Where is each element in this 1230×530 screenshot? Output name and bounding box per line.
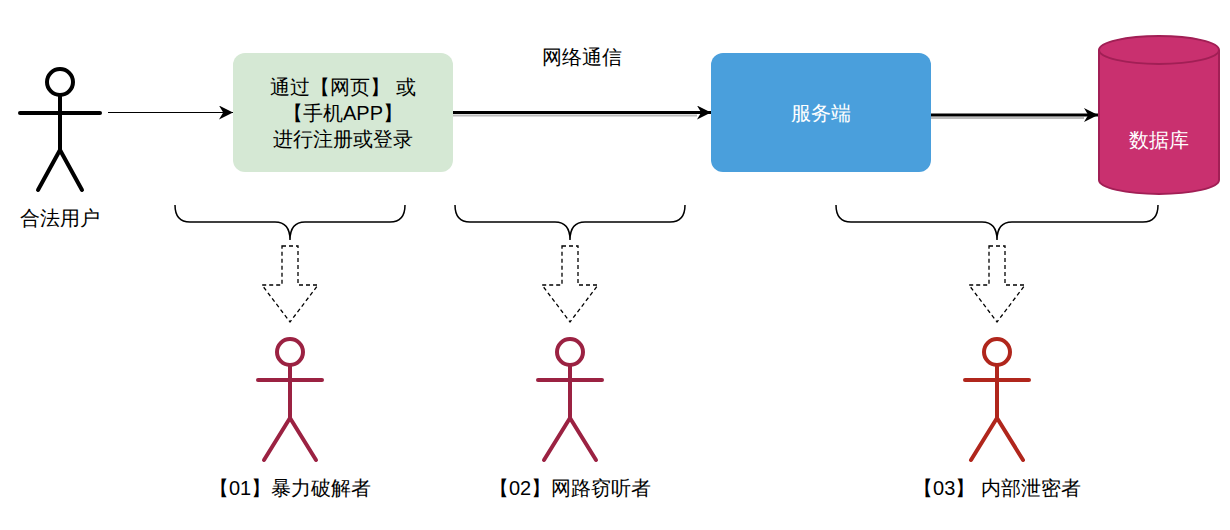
node-label: 数据库	[1129, 127, 1189, 153]
user-figure: 合法用户	[12, 55, 108, 235]
arrow-connector	[108, 112, 233, 113]
edge-label: 网络通信	[538, 44, 626, 71]
arrow-connector	[453, 111, 711, 114]
attacker-figure: 【01】暴力破解者	[190, 330, 390, 505]
process-box: 服务端	[711, 53, 931, 172]
node-label: 服务端	[791, 100, 851, 126]
connector-shadow	[453, 115, 697, 117]
connector-group	[453, 113, 711, 116]
process-box: 通过【网页】 或【手机APP】 进行注册或登录	[233, 53, 453, 172]
connector-shadow	[931, 117, 1084, 119]
cylinder-outline	[1098, 35, 1220, 195]
node-label: 通过【网页】 或【手机APP】 进行注册或登录	[245, 74, 441, 152]
stick-figure	[190, 330, 390, 470]
stick-figure	[12, 55, 108, 195]
dashed-arrow	[969, 246, 1025, 322]
dashed-arrow	[542, 246, 598, 322]
attacker-figure: 【02】网路窃听者	[470, 330, 670, 505]
stick-figure	[897, 330, 1097, 470]
dashed-arrow	[262, 246, 318, 322]
figure-label: 【02】网路窃听者	[489, 475, 651, 501]
curly-bracket	[836, 205, 1158, 240]
figure-label: 【03】 内部泄密者	[913, 475, 1081, 501]
curly-bracket	[455, 205, 685, 240]
figure-label: 【01】暴力破解者	[209, 475, 371, 501]
stick-figure	[470, 330, 670, 470]
connector-group	[108, 112, 233, 113]
connector-group	[931, 115, 1098, 118]
arrow-connector	[931, 114, 1098, 117]
curly-bracket	[175, 205, 405, 240]
attacker-figure: 【03】 内部泄密者	[897, 330, 1097, 505]
figure-label: 合法用户	[20, 205, 100, 231]
database-cylinder: 数据库	[1098, 35, 1220, 195]
